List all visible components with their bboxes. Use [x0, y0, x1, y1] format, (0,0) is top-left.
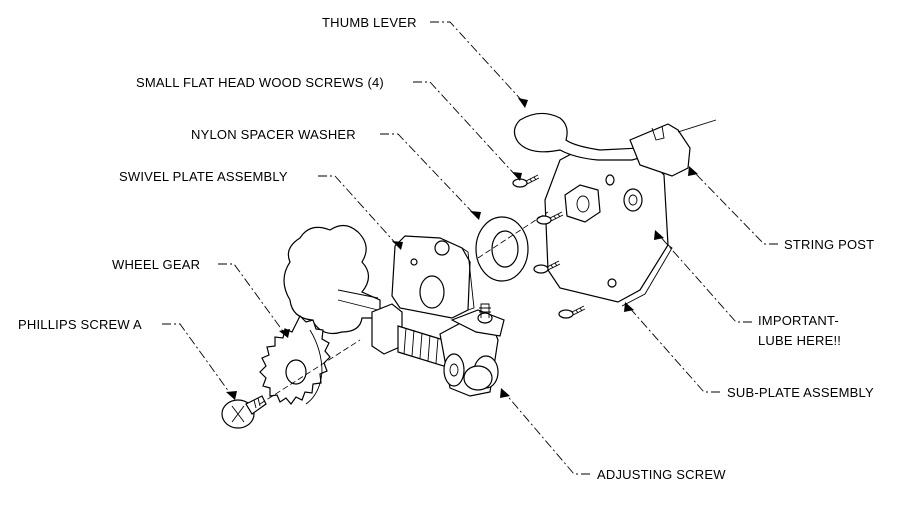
- wheel-gear: [259, 314, 331, 405]
- sub-plate-assembly: [544, 151, 673, 307]
- string-post: [629, 119, 717, 177]
- label-wood-screws: SMALL FLAT HEAD WOOD SCREWS (4): [136, 75, 384, 90]
- label-spacer-washer: NYLON SPACER WASHER: [191, 127, 356, 142]
- label-sub-plate: SUB-PLATE ASSEMBLY: [727, 385, 874, 400]
- leader-lines: [162, 21, 778, 475]
- label-string-post: STRING POST: [784, 237, 875, 252]
- wood-screws: [512, 174, 586, 319]
- phillips-screw-a: [221, 395, 267, 429]
- label-lube-here: LUBE HERE!!: [758, 333, 842, 348]
- label-swivel-plate: SWIVEL PLATE ASSEMBLY: [119, 169, 288, 184]
- hex-nut: [564, 184, 601, 223]
- label-important: IMPORTANT-: [758, 313, 839, 328]
- label-adjusting-screw: ADJUSTING SCREW: [597, 467, 726, 482]
- label-phillips-screw: PHILLIPS SCREW A: [18, 317, 142, 332]
- label-wheel-gear: WHEEL GEAR: [112, 257, 201, 272]
- nylon-spacer-washer: [475, 216, 529, 282]
- label-thumb-lever: THUMB LEVER: [322, 15, 417, 30]
- swivel-plate-assembly: [283, 224, 475, 335]
- adjusting-screw: [371, 303, 505, 397]
